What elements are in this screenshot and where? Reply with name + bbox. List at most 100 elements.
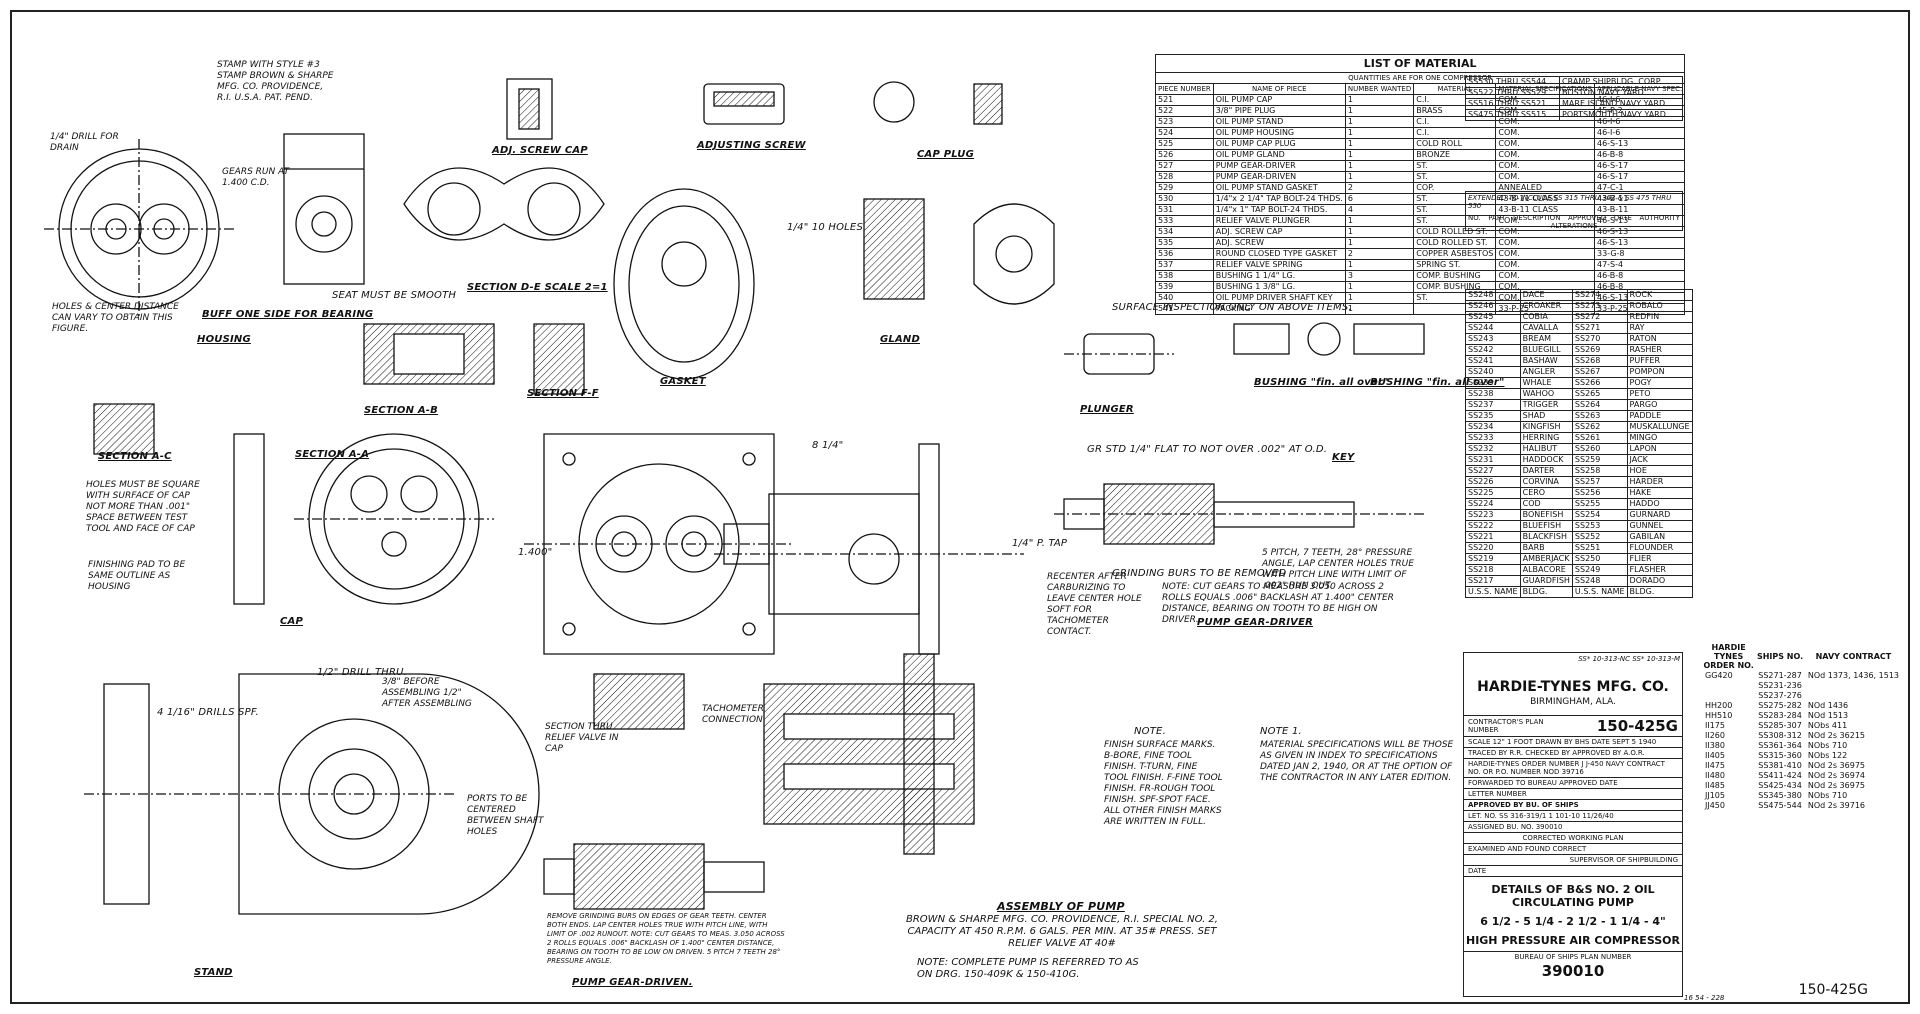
contract-cell: SS530 THRU SS544 [1464,76,1561,88]
order-cell: JJ105 [1705,791,1725,800]
ship-cell: RASHER [1626,344,1693,356]
alteration-col: AUTHORITY [1639,214,1680,222]
ship-cell: HERRING [1519,432,1573,444]
ship-cell: MINGO [1626,432,1693,444]
material-cell: 1 [1344,292,1415,304]
order-row: SS231-236 [1702,681,1902,691]
ship-cell: BLUEGILL [1519,344,1573,356]
recenter-note: RECENTER AFTER CARBURIZING TO LEAVE CENT… [1047,572,1142,637]
cap-plug-view [873,81,1003,125]
ship-cell: SS217 [1465,575,1521,587]
ship-cell: SS219 [1465,553,1521,565]
order-cell: II485 [1705,781,1725,790]
ships-footer-cell: U.S.S. NAME [1465,586,1521,598]
alteration-col: DESCRIPTION [1513,214,1561,222]
ship-cell: SS226 [1465,476,1521,488]
ship-cell: SS227 [1465,465,1521,477]
contract-cell: BOSTON NAVY YARD [1559,87,1683,99]
buff-label: BUFF ONE SIDE FOR BEARING [202,309,374,320]
material-cell: 1/4"x 1" TAP BOLT-24 THDS. [1212,204,1346,216]
ship-cell: SS262 [1571,421,1628,433]
ship-cell: SS254 [1571,509,1628,521]
ship-cell: HALIBUT [1519,443,1573,455]
ship-cell: DORADO [1626,575,1693,587]
ship-cell: SS222 [1465,520,1521,532]
ship-cell: CERO [1519,487,1573,499]
alteration-block: EXTENDED TO INCLUDE SS 315 THRU 362 & SS… [1465,191,1683,231]
pitch-note: 5 PITCH, 7 TEETH, 28° PRESSURE ANGLE, LA… [1262,548,1414,591]
ship-cell: SS265 [1571,388,1628,400]
order-cell: JJ450 [1705,801,1725,810]
ship-cell: SS241 [1465,355,1521,367]
material-cell: BUSHING 1 3/8" LG. [1212,281,1346,293]
order-cell: NOd 2s 36975 [1807,781,1865,790]
ship-cell: BLUEFISH [1519,520,1573,532]
ship-cell: SHAD [1519,410,1573,422]
order-cell: NOd 2s 36974 [1807,771,1865,780]
before-assembling-note: 3/8" BEFORE ASSEMBLING 1/2" AFTER ASSEMB… [382,677,472,709]
orders-header: NAVY CONTRACT [1815,652,1892,661]
order-cell: NOd 2s 39716 [1807,801,1865,810]
corner-small: 16 54 - 228 [1684,994,1725,1002]
ship-cell: TRIGGER [1519,399,1573,411]
ship-cell: REDFIN [1626,311,1693,323]
assembly-text: BROWN & SHARPE MFG. CO. PROVIDENCE, R.I.… [906,914,1218,949]
material-cell: OIL PUMP STAND GASKET [1212,182,1346,194]
order-cell: II405 [1705,751,1725,760]
holes-square-note: HOLES MUST BE SQUARE WITH SURFACE OF CAP… [86,480,200,534]
material-cell: RELIEF VALVE PLUNGER [1212,215,1346,227]
dim-1400-label: 1.400" [518,547,553,558]
order-cell: NOd 1513 [1807,711,1849,720]
material-cell: 2 [1344,248,1415,260]
material-cell: 527 [1155,160,1214,172]
orders-header: SHIPS NO. [1756,652,1804,661]
ship-cell: RAY [1626,322,1693,334]
alteration-col: PART [1488,214,1506,222]
order-cell: GG420 [1705,671,1733,680]
order-row: JJ450 SS475-544 NOd 2s 39716 [1702,801,1902,811]
material-header: NAME OF PIECE [1212,83,1346,95]
contract-cell: CRAMP SHIPBLDG. CORP. [1559,76,1683,88]
contractor-label: CONTRACTOR'S PLAN NUMBER [1468,718,1544,734]
contract-cell: MARE ISLAND NAVY YARD [1559,98,1683,110]
section-aa-label: SECTION A-A [295,449,370,460]
material-cell: 1 [1344,171,1415,183]
ship-cell: SS221 [1465,531,1521,543]
ship-cell: SS233 [1465,432,1521,444]
order-cell: SS475-544 [1758,801,1802,810]
remove-burs-note: REMOVE GRINDING BURS ON EDGES OF GEAR TE… [547,912,785,965]
order-cell: SS285-307 [1758,721,1802,730]
date-line: DATE [1464,865,1682,876]
ship-cell: MUSKALLUNGE [1626,421,1693,433]
order-cell: NObs 710 [1807,791,1848,800]
material-cell: 523 [1155,116,1214,128]
cap-plug-label: CAP PLUG [917,149,974,160]
ship-cell: SS235 [1465,410,1521,422]
ship-cell: SS242 [1465,344,1521,356]
plunger-label: PLUNGER [1080,404,1134,415]
title-block: SS* 10-313-NC SS* 10-313-M HARDIE-TYNES … [1463,652,1683,997]
material-cell: 1 [1344,259,1415,271]
orders-header: HARDIE TYNES ORDER NO. [1703,643,1754,670]
material-cell: PUMP GEAR-DRIVER [1212,160,1346,172]
material-cell: 531 [1155,204,1214,216]
finish-note-title: NOTE. [1134,726,1166,737]
material-cell: 1 [1344,138,1415,150]
order-cell: NObs 411 [1807,721,1848,730]
cut-gears-note: NOTE: CUT GEARS TO MEASURE 3.050 ACROSS … [1162,582,1394,625]
note1-title: NOTE 1. [1260,726,1302,737]
forwarded-line: FORWARDED TO BUREAU APPROVED DATE [1464,777,1682,788]
material-cell: 540 [1155,292,1214,304]
